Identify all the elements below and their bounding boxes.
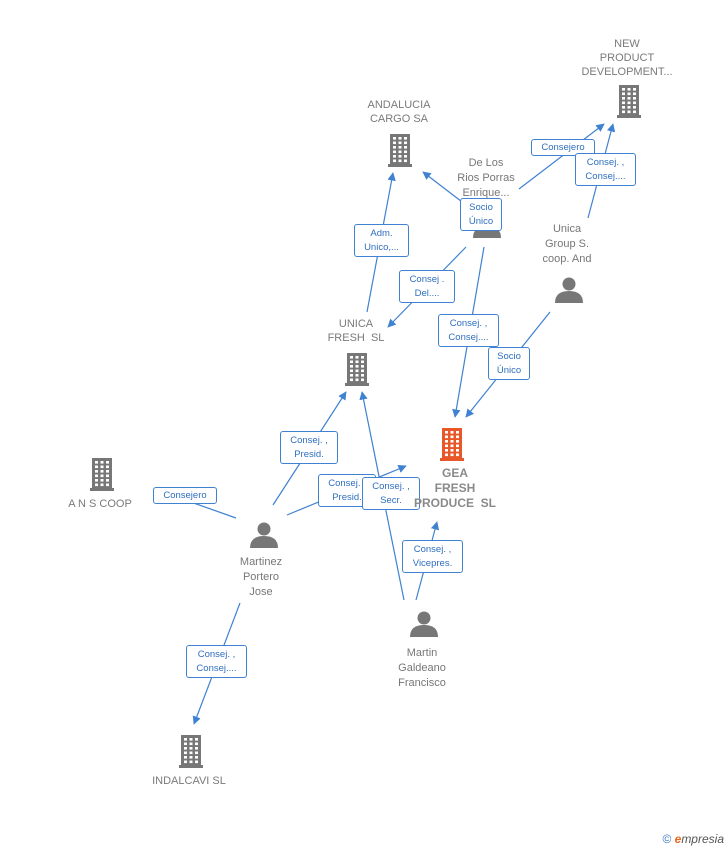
edge-label-de-los-rios-to-unica-fresh[interactable]: Consej . Del.... xyxy=(399,270,455,303)
node-label-line: Group S. xyxy=(544,238,590,250)
node-label-line: Galdeano xyxy=(398,662,446,674)
edge-label-line: Consej. , xyxy=(449,318,488,329)
node-label-line: Martin xyxy=(406,647,438,659)
edge-label-de-los-rios-to-gea-fresh[interactable]: Consej. , Consej.... xyxy=(438,314,499,347)
node-label-line: A N S COOP xyxy=(68,498,132,510)
edge-label-line: Consej . xyxy=(409,274,445,285)
node-label-line: CARGO SA xyxy=(369,113,429,125)
edge-label-line: Consejero xyxy=(541,142,585,153)
building-icon[interactable] xyxy=(617,85,641,118)
node-label-line: De Los xyxy=(468,157,504,169)
edge-label-martin-galdeano-to-unica-fresh[interactable]: Consej. , Secr. xyxy=(362,477,420,510)
edge-label-martinez-to-unica-fresh[interactable]: Consej. , Presid. xyxy=(280,431,338,464)
node-label-line: PRODUCT xyxy=(599,52,655,64)
edge-label-line: Consej.... xyxy=(196,663,237,674)
edge-label-line: Unico,... xyxy=(364,242,399,253)
edge-label-de-los-rios-to-new-product[interactable]: Consejero xyxy=(531,139,595,156)
node-label-line: Unica xyxy=(552,223,582,235)
node-label-line: Enrique... xyxy=(462,187,510,199)
node-label-line: PRODUCE SL xyxy=(413,496,496,510)
edge-label-line: Consej. , xyxy=(328,478,366,489)
node-label-line: Portero xyxy=(242,571,280,583)
node-label-line: FRESH SL xyxy=(327,332,385,344)
edge-label-line: Presid. xyxy=(294,449,324,460)
edge-label-line: Presid. xyxy=(332,492,362,503)
edge-label-martinez-to-indalcavi[interactable]: Consej. , Consej.... xyxy=(186,645,247,678)
edge-label-martin-galdeano-to-gea-fresh[interactable]: Consej. , Vicepres. xyxy=(402,540,463,573)
person-icon[interactable] xyxy=(410,611,438,638)
edge-label-line: Consej. , xyxy=(372,481,410,492)
edge-label-line: Consej. , xyxy=(586,157,625,168)
node-label-unica-fresh[interactable]: UNICA FRESH SL xyxy=(316,317,396,345)
node-label-new-product[interactable]: NEW PRODUCT DEVELOPMENT... xyxy=(572,37,682,79)
node-label-line: FRESH xyxy=(434,481,476,495)
brand-logo[interactable]: empresia xyxy=(674,832,724,846)
edge-label-line: Consej. , xyxy=(290,435,328,446)
node-label-indalcavi[interactable]: INDALCAVI SL xyxy=(139,774,239,788)
copyright-icon: © xyxy=(662,832,672,846)
edge-label-unica-fresh-to-andalucia-cargo[interactable]: Adm. Unico,... xyxy=(354,224,409,257)
footer-brand: © empresia xyxy=(662,832,724,846)
building-icon[interactable] xyxy=(388,134,412,167)
edge-label-line: Socio xyxy=(469,202,493,213)
edge-label-martinez-to-ans-coop[interactable]: Consejero xyxy=(153,487,217,504)
node-label-line: Jose xyxy=(249,586,273,598)
node-label-line: Francisco xyxy=(398,677,446,689)
edge-label-line: Adm. xyxy=(370,228,393,239)
edge-line-de-los-rios-to-new-product xyxy=(518,123,605,190)
node-label-ans-coop[interactable]: A N S COOP xyxy=(55,497,145,511)
edge-label-unica-group-to-new-product[interactable]: Consej. , Consej.... xyxy=(575,153,636,186)
edge-label-line: Consej.... xyxy=(585,171,626,182)
edge-label-line: Único xyxy=(468,216,494,227)
edge-label-line: Consej. , xyxy=(197,649,236,660)
edge-label-line: Consej. , xyxy=(413,544,452,555)
person-icon[interactable] xyxy=(250,522,278,549)
building-icon[interactable] xyxy=(440,428,464,461)
edge-label-line: Socio xyxy=(497,351,521,362)
edge-label-line: Consej.... xyxy=(448,332,489,343)
node-label-line: Martinez xyxy=(239,556,283,568)
building-icon[interactable] xyxy=(345,353,369,386)
building-icon[interactable] xyxy=(179,735,203,768)
building-icon[interactable] xyxy=(90,458,114,491)
node-label-line: coop. And xyxy=(542,253,592,265)
node-label-line: UNICA xyxy=(338,318,374,330)
node-label-andalucia-cargo[interactable]: ANDALUCIA CARGO SA xyxy=(354,98,444,126)
node-label-line: GEA xyxy=(441,466,468,480)
node-label-line: ANDALUCIA xyxy=(367,99,431,111)
person-icon[interactable] xyxy=(555,277,583,304)
edge-label-line: Único xyxy=(496,365,522,376)
edge-label-line: Consejero xyxy=(163,490,207,501)
node-label-line: Rios Porras xyxy=(457,172,515,184)
node-label-line: NEW xyxy=(614,38,640,50)
edge-label-line: Del.... xyxy=(414,288,440,299)
node-label-line: INDALCAVI SL xyxy=(152,775,226,787)
node-label-line: DEVELOPMENT... xyxy=(581,66,673,78)
edge-label-line: Vicepres. xyxy=(412,558,453,569)
edge-label-line: Secr. xyxy=(380,495,402,506)
